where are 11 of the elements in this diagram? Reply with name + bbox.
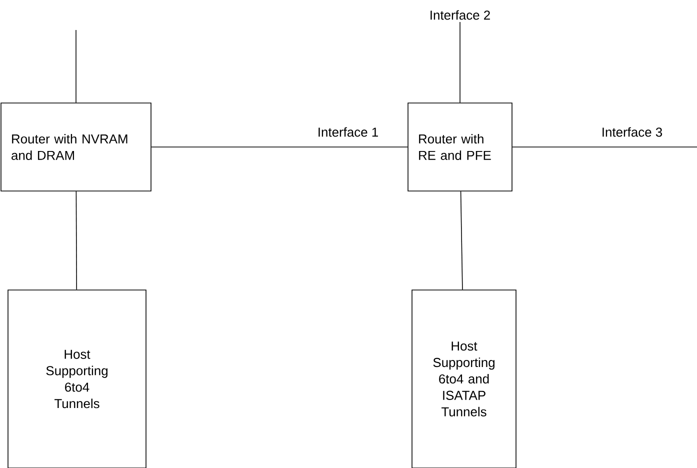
connection-line (460, 191, 463, 290)
device-box: Host Supporting 6to4 and ISATAP Tunnels (412, 290, 516, 468)
edge-label: Interface 3 (602, 127, 662, 137)
interface-label: Interface 2 (430, 10, 490, 20)
device-box: Router with RE and PFE (408, 102, 512, 192)
device-box: Router with NVRAM and DRAM (0, 102, 152, 192)
device-box: Host Supporting 6to4 Tunnels (8, 290, 146, 468)
connection-line (76, 191, 78, 290)
connection-line (512, 146, 697, 148)
edge-label: Interface 1 (318, 127, 378, 137)
connection-line (151, 146, 408, 148)
